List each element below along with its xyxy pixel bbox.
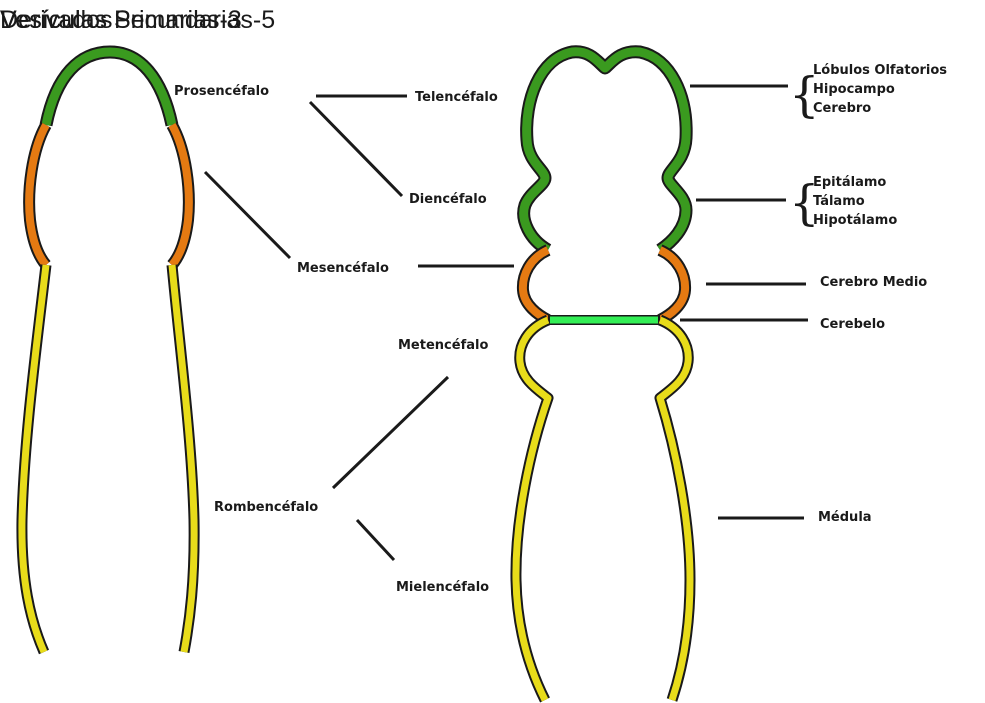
metencephalon-label: Metencéfalo	[398, 338, 488, 353]
secondary-vesicles-tube	[516, 52, 690, 700]
mesencephalon-bulge-segment	[523, 250, 685, 320]
derivative-hippocampus: Hipocampo	[813, 82, 895, 97]
prosencephalon-segment	[46, 52, 172, 125]
prosencephalon-label: Prosencéfalo	[174, 84, 269, 99]
derivative-medulla: Médula	[818, 510, 872, 525]
mesencephalon-pointer-line	[205, 172, 290, 258]
rhombencephalon-label: Rombencéfalo	[214, 500, 318, 515]
prosencephalon-to-diencephalon-line	[310, 102, 402, 196]
connector-lines	[205, 86, 808, 560]
mesencephalon-segment	[29, 125, 189, 265]
derivative-cerebrum: Cerebro	[813, 101, 871, 116]
derivative-cerebellum: Cerebelo	[820, 317, 885, 332]
telencephalon-label: Telencéfalo	[415, 90, 498, 105]
derivative-hypothalamus: Hipotálamo	[813, 213, 897, 228]
derivative-olfactory-lobes: Lóbulos Olfatorios	[813, 63, 947, 78]
mesencephalon-label: Mesencéfalo	[297, 261, 389, 276]
derivative-midbrain: Cerebro Medio	[820, 275, 927, 290]
diencephalon-label: Diencéfalo	[409, 192, 487, 207]
primary-vesicles-tube	[22, 52, 194, 652]
telencephalon-diencephalon-segment	[524, 52, 686, 250]
rhombencephalon-segment	[22, 265, 194, 652]
rhombencephalon-to-myelencephalon-line	[357, 520, 394, 560]
derivative-epithalamus: Epitálamo	[813, 175, 886, 190]
rhombencephalon-secondary-segment	[516, 320, 690, 700]
rhombencephalon-to-metencephalon-line	[333, 377, 448, 488]
myelencephalon-label: Mielencéfalo	[396, 580, 489, 595]
derivative-thalamus: Tálamo	[813, 194, 865, 209]
